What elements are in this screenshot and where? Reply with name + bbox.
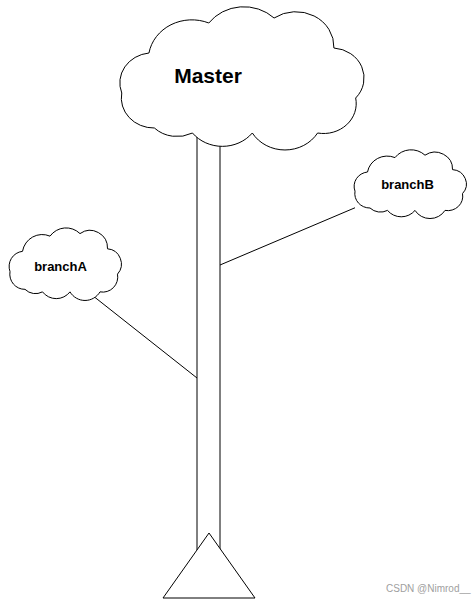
node-title: Master (174, 64, 242, 88)
cloud-outline (354, 150, 466, 219)
root-triangle (163, 533, 255, 598)
trunk-line (197, 378, 198, 550)
cloud-node: branchA (0, 226, 125, 302)
watermark: CSDN @Nimrod__ (386, 583, 471, 594)
cloud-node: Master (100, 3, 372, 153)
cloud-outline (120, 7, 364, 150)
node-title: branchB (381, 177, 434, 192)
cloud-outline (9, 228, 121, 301)
cloud-node: branchB (345, 148, 470, 220)
trunk-line (220, 265, 221, 550)
node-title: branchA (34, 259, 87, 274)
